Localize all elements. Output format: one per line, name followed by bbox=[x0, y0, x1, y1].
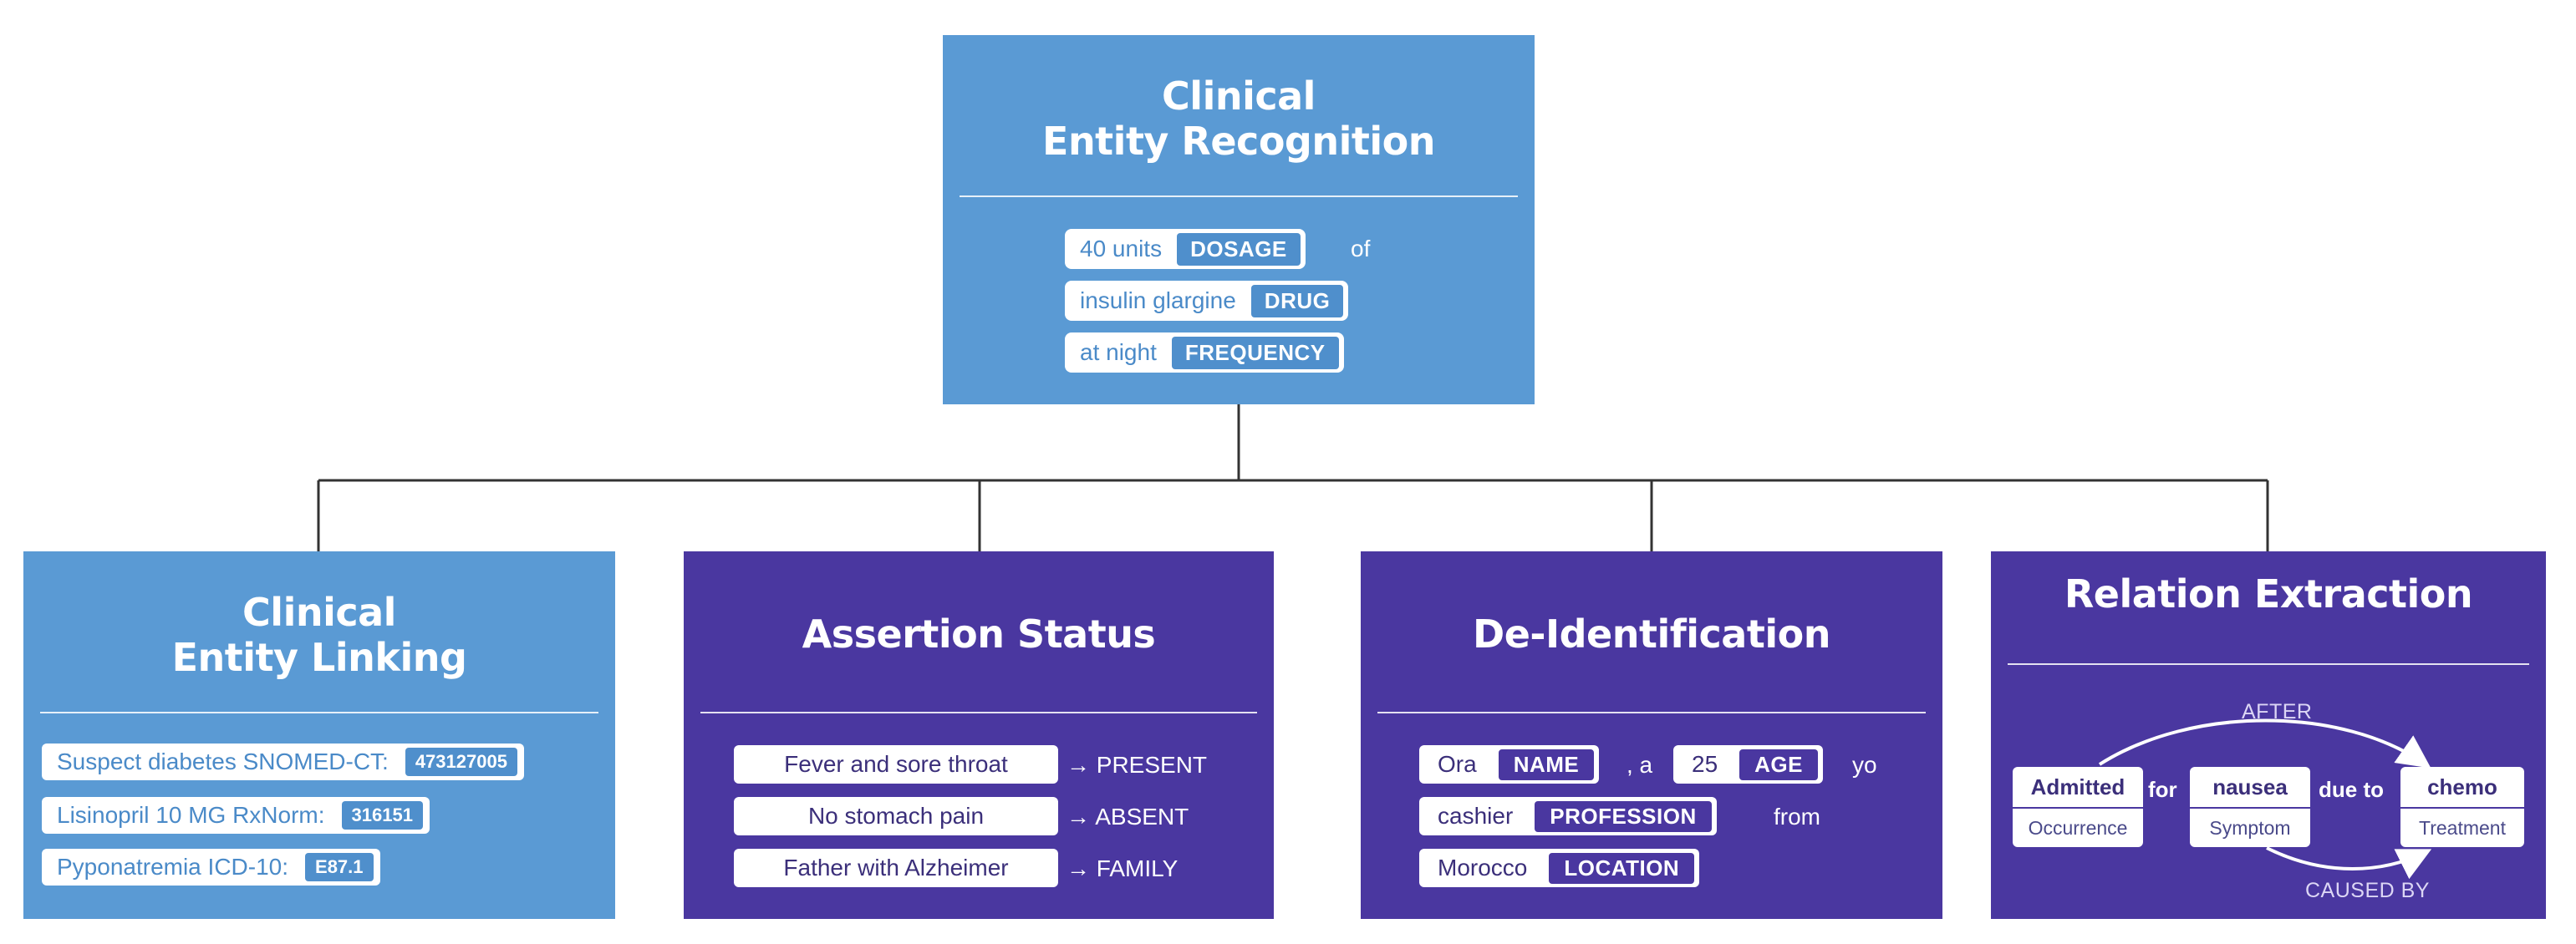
relation-connector: due to bbox=[2319, 777, 2384, 802]
relation-entity: chemo Treatment bbox=[2400, 767, 2524, 847]
title-line-2: Entity Recognition bbox=[1042, 119, 1435, 164]
de-identification-title: De-Identification bbox=[1473, 612, 1830, 657]
relation-entity-type: Occurrence bbox=[2028, 817, 2128, 839]
deid-text: cashier bbox=[1438, 803, 1514, 829]
assertion-text: No stomach pain bbox=[807, 803, 985, 829]
linking-text: Lisinopril 10 MG RxNorm: bbox=[57, 802, 325, 828]
entity-linking-title: Clinical Entity Linking bbox=[23, 590, 615, 680]
assertion-example: No stomach pain bbox=[734, 797, 1058, 835]
linking-text: Pyponatremia ICD-10: bbox=[57, 854, 289, 880]
title-line-1: Clinical bbox=[242, 590, 396, 635]
connector-word: of bbox=[1351, 236, 1371, 261]
assertion-text: Fever and sore throat bbox=[784, 751, 1008, 777]
deid-text: 25 bbox=[1692, 751, 1718, 777]
assertion-status-title: Assertion Status bbox=[802, 612, 1156, 657]
entity-recognition-card: Clinical Entity Recognition 40 units DOS… bbox=[943, 35, 1535, 404]
deid-entity: 25 AGE bbox=[1673, 745, 1823, 784]
assertion-label: → PRESENT bbox=[1067, 752, 1208, 778]
linking-code: 473127005 bbox=[405, 748, 517, 776]
entity-linking-card: Clinical Entity Linking Suspect diabetes… bbox=[23, 551, 615, 919]
relation-extraction-card: Relation Extraction AFTER Admitted Occur… bbox=[1991, 551, 2546, 919]
assertion-label: → ABSENT bbox=[1067, 804, 1189, 830]
deid-tag: NAME bbox=[1498, 749, 1595, 780]
relation-extraction-title: Relation Extraction bbox=[2064, 571, 2473, 617]
relation-entity-type: Symptom bbox=[2209, 817, 2291, 839]
title-line-1: Clinical bbox=[1162, 74, 1316, 119]
entity-tag: DOSAGE bbox=[1177, 232, 1301, 266]
de-identification-card: De-Identification Ora NAME , a 25 AGE yo… bbox=[1361, 551, 1942, 919]
entity-text: at night bbox=[1080, 339, 1157, 365]
title-line-2: Entity Linking bbox=[171, 635, 467, 680]
divider bbox=[1377, 712, 1926, 713]
filler-word: , a bbox=[1627, 752, 1653, 778]
assertion-status-card: Assertion Status Fever and sore throat →… bbox=[684, 551, 1274, 919]
deid-tag: LOCATION bbox=[1549, 852, 1695, 884]
ner-example-row: 40 units DOSAGE bbox=[1065, 229, 1306, 269]
deid-text: Morocco bbox=[1438, 855, 1528, 881]
divider bbox=[700, 712, 1257, 713]
assertion-label: → FAMILY bbox=[1067, 855, 1179, 881]
relation-entity: Admitted Occurrence bbox=[2013, 767, 2143, 847]
assertion-example: Father with Alzheimer bbox=[734, 849, 1058, 887]
assertion-example: Fever and sore throat bbox=[734, 745, 1058, 784]
filler-word: yo bbox=[1852, 752, 1877, 778]
ner-example-row: at night FREQUENCY bbox=[1065, 332, 1344, 373]
relation-entity: nausea Symptom bbox=[2190, 767, 2310, 847]
entity-tag: DRUG bbox=[1250, 284, 1344, 317]
relation-arrows bbox=[2098, 718, 2432, 880]
relation-entity-word: nausea bbox=[2190, 767, 2310, 809]
entity-tag: FREQUENCY bbox=[1171, 336, 1339, 369]
ner-example-row: insulin glargine DRUG bbox=[1065, 281, 1349, 321]
relation-connector: for bbox=[2148, 777, 2177, 802]
linking-code: E87.1 bbox=[305, 853, 374, 881]
relation-entity-word: chemo bbox=[2400, 767, 2524, 809]
divider bbox=[40, 712, 598, 713]
relation-label-caused-by: CAUSED BY bbox=[2305, 879, 2430, 902]
deid-entity: Morocco LOCATION bbox=[1419, 849, 1700, 887]
relation-entity-word: Admitted bbox=[2013, 767, 2143, 809]
divider bbox=[2008, 663, 2529, 665]
linking-code: 316151 bbox=[341, 801, 423, 830]
linking-text: Suspect diabetes SNOMED-CT: bbox=[57, 749, 389, 774]
deid-entity: Ora NAME bbox=[1419, 745, 1600, 784]
deid-entity: cashier PROFESSION bbox=[1419, 797, 1717, 835]
filler-word: from bbox=[1774, 804, 1820, 830]
linking-row: Suspect diabetes SNOMED-CT: 473127005 bbox=[42, 744, 524, 780]
entity-text: 40 units bbox=[1080, 236, 1163, 261]
linking-row: Pyponatremia ICD-10: E87.1 bbox=[42, 849, 380, 886]
deid-text: Ora bbox=[1438, 751, 1477, 777]
entity-recognition-title: Clinical Entity Recognition bbox=[943, 74, 1535, 164]
assertion-text: Father with Alzheimer bbox=[783, 855, 1009, 881]
linking-row: Lisinopril 10 MG RxNorm: 316151 bbox=[42, 797, 430, 834]
entity-text: insulin glargine bbox=[1080, 287, 1236, 313]
deid-tag: PROFESSION bbox=[1535, 800, 1712, 832]
divider bbox=[960, 195, 1518, 197]
relation-entity-type: Treatment bbox=[2419, 817, 2506, 839]
deid-tag: AGE bbox=[1739, 749, 1818, 780]
